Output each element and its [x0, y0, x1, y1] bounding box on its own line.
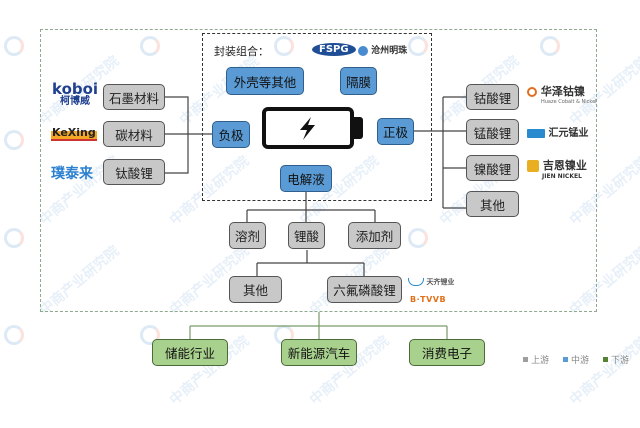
huaze-name: 华泽钴镍	[540, 85, 585, 98]
btvvb-logo: B·TVVB	[410, 295, 446, 304]
huiyuan-logo: 汇元锰业	[527, 124, 588, 139]
battery-terminal	[354, 117, 363, 139]
anode-bracket-line	[165, 96, 189, 174]
koboi-name: koboi	[52, 80, 99, 98]
huaze-sub: Huaze Cobalt & Nickel	[541, 99, 597, 105]
cathode-node: 正极	[377, 118, 414, 145]
watermark-logo-icon	[408, 228, 428, 248]
downstream-branch-lines	[189, 326, 448, 339]
anode-material-graphite: 石墨材料	[103, 84, 165, 110]
electrolyte-additive: 添加剂	[348, 222, 401, 249]
electrolyte-solvent: 溶剂	[229, 222, 266, 249]
anode-material-lto: 钛酸锂	[103, 159, 165, 185]
fspg-logo: FSPG	[312, 43, 356, 56]
cathode-material-lmo: 锰酸锂	[466, 119, 519, 145]
watermark-logo-icon	[4, 325, 24, 345]
electrolyte-lithium-salt: 锂酸	[288, 222, 325, 249]
cathode-material-lno: 镍酸锂	[466, 155, 519, 181]
cathode-branch-lines	[443, 96, 466, 209]
btvvb-name: B·TVVB	[410, 295, 447, 304]
kexing-logo: KeXing	[51, 126, 97, 141]
salt-branch-lines	[256, 263, 365, 276]
jien-icon	[527, 160, 539, 172]
downstream-consumer-electronics: 消费电子	[409, 339, 485, 366]
watermark-logo-icon	[408, 36, 428, 56]
cathode-material-lco: 钴酸锂	[466, 84, 519, 110]
legend-downstream: 下游	[603, 353, 629, 366]
industry-chain-frame	[40, 29, 597, 312]
jien-sub: JIEN NICKEL	[542, 173, 582, 180]
legend-swatch-midstream	[563, 357, 568, 362]
tianqi-name: 天齐锂业	[426, 278, 455, 286]
huaze-logo: 华泽钴镍 Huaze Cobalt & Nickel	[527, 85, 597, 107]
huiyuan-name: 汇元锰业	[548, 128, 589, 139]
huaze-icon	[527, 87, 537, 97]
watermark-logo-icon	[4, 130, 24, 150]
anode-node: 负极	[212, 121, 250, 148]
watermark-logo-icon	[140, 325, 160, 345]
globe-icon	[358, 45, 368, 56]
salt-other: 其他	[229, 276, 282, 303]
salt-lipf6: 六氟磷酸锂	[327, 276, 402, 303]
jien-logo: 吉恩镍业 JIEN NICKEL	[527, 160, 587, 182]
cangzhou-mingzhu-logo: 沧州明珠	[358, 43, 407, 56]
legend-swatch-upstream	[523, 357, 528, 362]
separator-node: 隔膜	[340, 67, 377, 95]
legend-label-midstream: 中游	[571, 356, 590, 366]
huiyuan-icon	[527, 128, 545, 138]
electrolyte-branch-lines	[246, 210, 376, 222]
packaging-title: 封装组合：	[214, 45, 269, 58]
legend-label-downstream: 下游	[611, 356, 630, 366]
legend-midstream: 中游	[563, 353, 589, 366]
downstream-new-energy-vehicles: 新能源汽车	[281, 339, 357, 366]
shell-node: 外壳等其他	[226, 67, 304, 95]
packaging-frame	[202, 33, 432, 201]
jien-name: 吉恩镍业	[542, 159, 587, 172]
downstream-energy-storage: 储能行业	[152, 339, 228, 366]
tianqi-icon	[408, 278, 424, 286]
watermark-logo-icon	[4, 36, 24, 56]
cathode-material-other: 其他	[466, 191, 519, 217]
legend-upstream: 上游	[523, 353, 549, 366]
battery-icon	[262, 107, 354, 149]
putailai-logo: 璞泰来	[51, 166, 93, 182]
watermark-logo-icon	[274, 36, 294, 56]
koboi-logo: koboi 柯博威	[52, 80, 99, 108]
koboi-sub: 柯博威	[60, 96, 91, 107]
watermark-logo-icon	[140, 36, 160, 56]
electrolyte-node: 电解液	[280, 165, 332, 192]
anode-material-carbon: 碳材料	[103, 121, 165, 147]
cangzhou-mingzhu-name: 沧州明珠	[371, 46, 408, 56]
lightning-bolt-icon	[300, 117, 315, 140]
legend-swatch-downstream	[603, 357, 608, 362]
watermark-logo-icon	[540, 36, 560, 56]
watermark-logo-icon	[4, 228, 24, 248]
legend-label-upstream: 上游	[531, 356, 550, 366]
tianqi-logo: 天齐锂业	[408, 277, 454, 287]
